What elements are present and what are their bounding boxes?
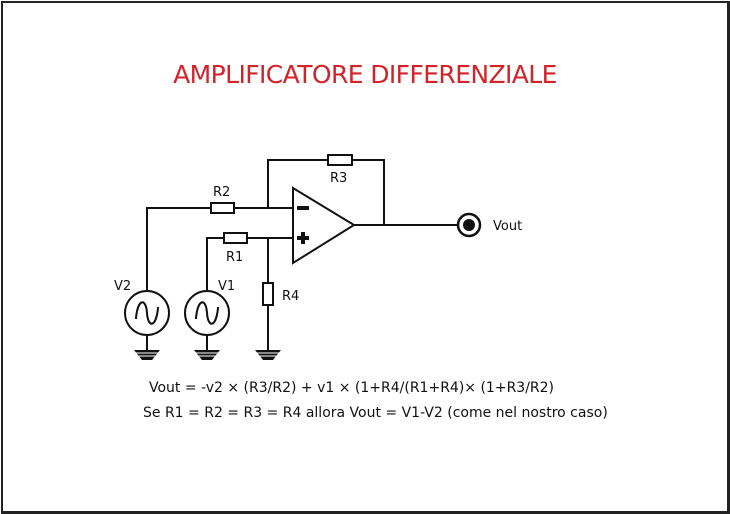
resistor-r4 — [262, 282, 274, 306]
label-r1: R1 — [226, 250, 243, 265]
label-r4: R4 — [282, 289, 299, 304]
minus-symbol — [297, 206, 309, 210]
formula-equal-resistors: Se R1 = R2 = R3 = R4 allora Vout = V1-V2… — [143, 405, 608, 421]
r1-wire — [206, 237, 294, 292]
resistor-r3 — [327, 154, 353, 166]
label-r3: R3 — [330, 171, 347, 186]
label-r2: R2 — [213, 185, 230, 200]
v2-sine-icon — [134, 301, 160, 325]
r2-wire — [146, 207, 294, 292]
output-terminal-icon — [456, 212, 482, 238]
opamp-triangle — [292, 186, 356, 265]
page-title: AMPLIFICATORE DIFFERENZIALE — [173, 60, 557, 89]
ground-icon-v2 — [134, 350, 160, 360]
label-vout: Vout — [493, 219, 522, 234]
resistor-r1 — [223, 232, 248, 244]
plus-symbol — [297, 232, 309, 244]
ground-icon-v1 — [194, 350, 220, 360]
label-v2: V2 — [114, 279, 131, 294]
v1-sine-icon — [194, 301, 220, 325]
feedback-wire — [267, 159, 385, 226]
formula-general: Vout = -v2 × (R3/R2) + v1 × (1+R4/(R1+R4… — [149, 380, 555, 396]
resistor-r2 — [210, 202, 235, 214]
ground-icon-r4 — [255, 350, 281, 360]
label-v1: V1 — [218, 279, 235, 294]
